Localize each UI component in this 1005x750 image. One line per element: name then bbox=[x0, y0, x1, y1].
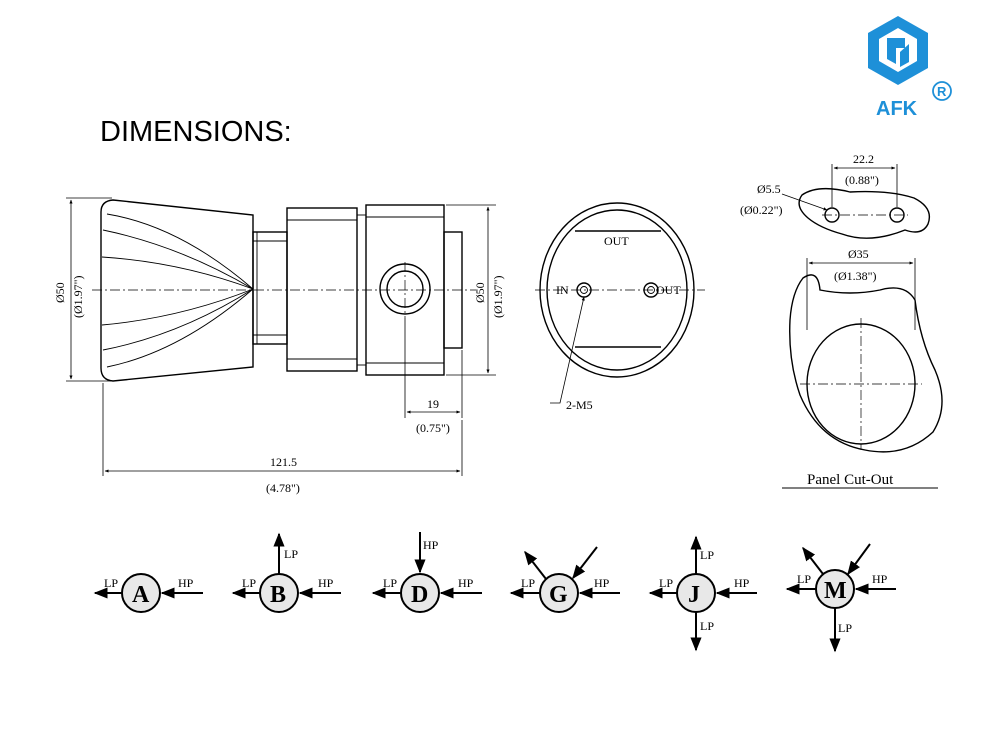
config-B: B LP HP LP bbox=[231, 532, 341, 613]
panel-cutout-view: 22.2 (0.88") Ø5.5 (Ø0.22") Ø35 (Ø1.38") … bbox=[740, 152, 943, 489]
bonnet bbox=[286, 207, 358, 372]
left-diameter-in-label: (Ø1.97") bbox=[71, 275, 85, 318]
config-M-left-label: LP bbox=[797, 572, 811, 586]
overall-length-label: 121.5 bbox=[270, 455, 297, 469]
config-G-right-label: HP bbox=[594, 576, 610, 590]
config-M-letter: M bbox=[824, 578, 847, 604]
config-B-left-label: LP bbox=[242, 576, 256, 590]
config-D-right-label: HP bbox=[458, 576, 474, 590]
cutout-diameter-label: Ø35 bbox=[848, 247, 869, 261]
config-G: G LP HP bbox=[509, 546, 620, 613]
config-A-letter: A bbox=[132, 582, 150, 608]
logo-hexagon-icon bbox=[868, 16, 928, 85]
config-B-letter: B bbox=[270, 582, 286, 608]
end-view: OUT IN OUT 2-M5 bbox=[535, 202, 705, 412]
afk-logo: AFK R bbox=[868, 16, 952, 120]
config-D-letter: D bbox=[411, 582, 428, 608]
end-view-out-label: OUT bbox=[656, 283, 681, 297]
hole-diameter-in-label: (Ø0.22") bbox=[740, 203, 783, 217]
mounting-hole-panel bbox=[798, 187, 931, 239]
cutout-diameter-in-label: (Ø1.38") bbox=[834, 269, 877, 283]
config-G-letter: G bbox=[549, 582, 568, 608]
config-J-left-label: LP bbox=[659, 576, 673, 590]
config-J: J LP HP LP LP bbox=[648, 535, 757, 652]
config-J-down-label: LP bbox=[700, 619, 714, 633]
config-D-in-label: HP bbox=[423, 538, 439, 552]
cutout-panel bbox=[789, 274, 943, 453]
config-M-down-label: LP bbox=[838, 621, 852, 635]
thread-label: 2-M5 bbox=[566, 398, 593, 412]
config-A-right-label: HP bbox=[178, 576, 194, 590]
side-view: Ø50 (Ø1.97") Ø50 (Ø1.97") 19 (0.75") 121… bbox=[53, 197, 505, 495]
out-port bbox=[643, 282, 659, 298]
end-view-in-label: IN bbox=[556, 283, 569, 297]
bonnet-neck bbox=[252, 231, 288, 345]
registered-mark-letter: R bbox=[937, 84, 947, 99]
page-title: DIMENSIONS: bbox=[100, 116, 292, 148]
config-D: D LP HP HP bbox=[371, 532, 482, 613]
handknob bbox=[100, 199, 254, 382]
port-configurations: A LP HP B LP HP LP D LP HP HP bbox=[93, 532, 896, 653]
right-diameter-in-label: (Ø1.97") bbox=[491, 275, 505, 318]
port-offset-label: 19 bbox=[427, 397, 439, 411]
config-M-right-label: HP bbox=[872, 572, 888, 586]
hole-diameter-label: Ø5.5 bbox=[757, 182, 781, 196]
logo-brand-text: AFK bbox=[876, 98, 918, 120]
left-diameter-label: Ø50 bbox=[53, 282, 67, 303]
config-A-left-label: LP bbox=[104, 576, 118, 590]
config-B-up-label: LP bbox=[284, 547, 298, 561]
config-J-letter: J bbox=[688, 582, 700, 608]
end-view-out-top-label: OUT bbox=[604, 234, 629, 248]
registered-mark-icon bbox=[932, 81, 952, 101]
right-diameter-label: Ø50 bbox=[473, 282, 487, 303]
port-offset-in-label: (0.75") bbox=[416, 421, 450, 435]
config-G-left-label: LP bbox=[521, 576, 535, 590]
panel-cutout-caption: Panel Cut-Out bbox=[807, 472, 894, 488]
config-J-up-label: LP bbox=[700, 548, 714, 562]
config-B-right-label: HP bbox=[318, 576, 334, 590]
config-A: A LP HP bbox=[93, 573, 203, 613]
config-J-right-label: HP bbox=[734, 576, 750, 590]
config-D-left-label: LP bbox=[383, 576, 397, 590]
config-M: M LP HP LP bbox=[785, 543, 896, 653]
hole-spacing-in-label: (0.88") bbox=[845, 173, 879, 187]
hole-spacing-label: 22.2 bbox=[853, 152, 874, 166]
overall-length-in-label: (4.78") bbox=[266, 481, 300, 495]
